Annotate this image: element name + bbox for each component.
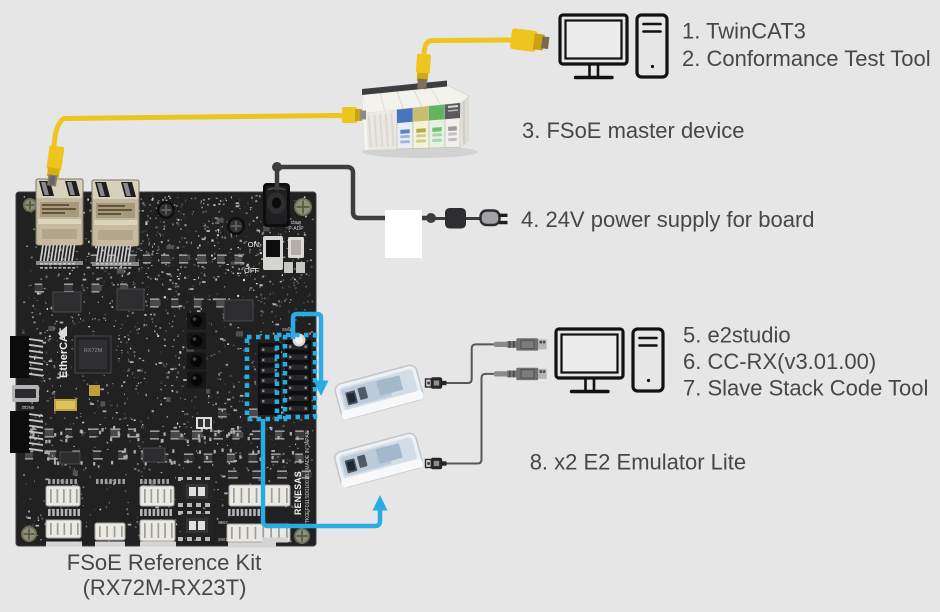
svg-text:2. Conformance Test Tool: 2. Conformance Test Tool: [682, 46, 931, 71]
svg-text:P-ADP: P-ADP: [288, 226, 304, 232]
svg-text:ON: ON: [248, 240, 259, 249]
svg-text:5. e2studio: 5. e2studio: [683, 323, 791, 348]
svg-text:RENESAS: RENESAS: [293, 471, 303, 515]
svg-text:(RX72M-RX23T): (RX72M-RX23T): [83, 575, 247, 600]
svg-text:cbus: cbus: [291, 220, 302, 226]
svg-text:CON5: CON5: [22, 405, 35, 410]
svg-text:EtherCAT.: EtherCAT.: [58, 326, 70, 378]
svg-text:1. TwinCAT3: 1. TwinCAT3: [682, 18, 806, 43]
svg-text:4. 24V power supply for board: 4. 24V power supply for board: [521, 207, 815, 232]
svg-text:SW1: SW1: [218, 537, 228, 542]
svg-text:SW2: SW2: [218, 520, 228, 525]
svg-text:FSoE Reference Kit: FSoE Reference Kit: [67, 550, 261, 575]
svg-text:6. CC-RX(v3.01.00): 6. CC-RX(v3.01.00): [683, 349, 876, 374]
svg-text:OFF: OFF: [244, 266, 259, 275]
svg-text:RTK0EF011SD01001BJ MADE IN JAP: RTK0EF011SD01001BJ MADE IN JAPAN: [305, 430, 311, 527]
svg-text:RX72M: RX72M: [84, 348, 103, 354]
svg-text:7. Slave Stack Code Tool: 7. Slave Stack Code Tool: [683, 376, 928, 401]
svg-text:3. FSoE master device: 3. FSoE master device: [522, 118, 745, 143]
svg-text:8. x2 E2 Emulator Lite: 8. x2 E2 Emulator Lite: [530, 450, 746, 475]
svg-text:SW13: SW13: [282, 327, 295, 332]
